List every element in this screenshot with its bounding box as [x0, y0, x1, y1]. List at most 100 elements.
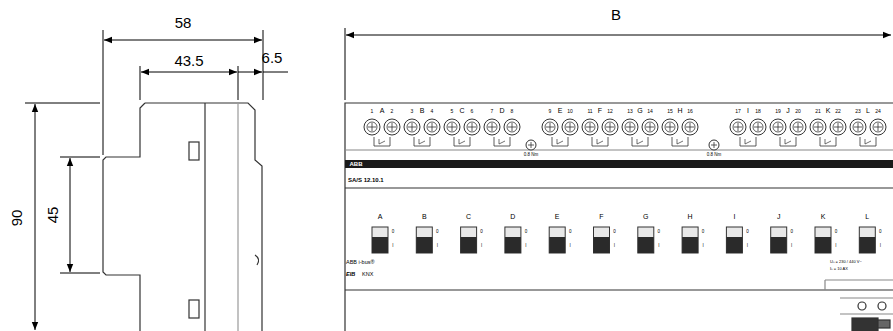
- dimension-line: [35, 104, 36, 330]
- terminal-screw-head: [733, 122, 743, 132]
- device-label: 14: [647, 109, 653, 114]
- manual-switch: [549, 227, 565, 253]
- device-label: I: [481, 244, 482, 249]
- device-label: Iₙ = 10 AX: [830, 267, 848, 271]
- dimensions: [25, 28, 891, 330]
- dimension-label: B: [611, 7, 621, 22]
- terminal-screw: [464, 119, 480, 135]
- profile-outline: [145, 103, 262, 331]
- torque-icon: [709, 140, 719, 150]
- screw-slot: [834, 123, 842, 131]
- bus-connector: [852, 318, 878, 331]
- switch-lever: [682, 237, 698, 253]
- terminal-screw: [424, 119, 440, 135]
- device-label: L: [865, 213, 869, 220]
- device-label: G: [643, 213, 648, 220]
- device-label: I: [614, 244, 615, 249]
- screw-slot: [488, 123, 496, 131]
- contact-symbol: [414, 137, 430, 146]
- terminal-screw: [730, 119, 746, 135]
- device-label: I: [570, 244, 571, 249]
- device-label: 4: [431, 109, 434, 114]
- screw-slot: [854, 123, 862, 131]
- dimension-line: [263, 72, 288, 73]
- device-label: E: [558, 107, 563, 114]
- contact-symbol: [597, 139, 603, 144]
- terminal-screw-head: [833, 122, 843, 132]
- screw-slot: [874, 123, 882, 131]
- contact-symbol: [557, 139, 563, 144]
- device-label: 19: [775, 109, 781, 114]
- terminal-screw-head: [565, 122, 575, 132]
- device-label: 0: [790, 230, 793, 235]
- switch-lever: [638, 237, 654, 253]
- terminal-screw: [850, 119, 866, 135]
- terminal-screw-head: [625, 122, 635, 132]
- torque-icon: [711, 142, 717, 148]
- terminal-screw-head: [773, 122, 783, 132]
- terminal-screw-head: [685, 122, 695, 132]
- housing-line: [345, 289, 893, 290]
- device-label: 24: [875, 109, 881, 114]
- dimension-label: 43.5: [174, 53, 203, 68]
- terminals-and-switches: [364, 119, 886, 253]
- device-label: H: [677, 107, 682, 114]
- device-label: 13: [627, 109, 633, 114]
- terminal-screw: [582, 119, 598, 135]
- device-label: ABB: [350, 161, 363, 167]
- device-label: 2: [391, 109, 394, 114]
- device-label: 0: [658, 230, 661, 235]
- device-label: 1: [371, 109, 374, 114]
- front-view: [345, 103, 893, 331]
- terminal-screw: [384, 119, 400, 135]
- device-label: 5: [451, 109, 454, 114]
- terminal-screw-head: [605, 122, 615, 132]
- device-label: 10: [567, 109, 573, 114]
- terminal-screw-head: [753, 122, 763, 132]
- terminal-screw: [662, 119, 678, 135]
- clip: [189, 300, 199, 318]
- terminal-screw: [484, 119, 500, 135]
- device-label: A: [378, 213, 383, 220]
- device-label: I: [658, 244, 659, 249]
- device-label: F: [599, 213, 603, 220]
- device-label: 0: [436, 230, 439, 235]
- device-label: I: [392, 244, 393, 249]
- device-label: 8: [511, 109, 514, 114]
- contact-symbol: [672, 137, 688, 146]
- extension-line: [60, 273, 100, 274]
- device-label: B: [420, 107, 425, 114]
- device-label: J: [777, 213, 781, 220]
- device-label: I: [525, 244, 526, 249]
- terminal-screw-head: [367, 122, 377, 132]
- switch-lever: [594, 237, 610, 253]
- screw-slot: [508, 123, 516, 131]
- contact-symbol: [637, 139, 643, 144]
- screw-slot: [468, 123, 476, 131]
- device-label: J: [786, 107, 790, 114]
- manual-switch: [859, 227, 875, 253]
- device-label: F: [598, 107, 602, 114]
- contact-symbol: [825, 139, 831, 144]
- dimension-line: [141, 72, 237, 73]
- terminal-screw-head: [407, 122, 417, 132]
- clip: [189, 142, 199, 160]
- terminal-screw-head: [813, 122, 823, 132]
- device-label: 12: [607, 109, 613, 114]
- screw-slot: [606, 123, 614, 131]
- terminal-screw-head: [665, 122, 675, 132]
- screw-slot: [666, 123, 674, 131]
- manual-switch: [726, 227, 742, 253]
- device-label: I: [747, 107, 749, 114]
- contact-symbol: [494, 137, 510, 146]
- housing-line: [825, 279, 893, 280]
- manual-switch: [771, 227, 787, 253]
- terminal-screw-head: [487, 122, 497, 132]
- terminal-screw: [542, 119, 558, 135]
- terminal-screw: [642, 119, 658, 135]
- switch-lever: [505, 237, 521, 253]
- device-label: D: [499, 107, 504, 114]
- screw-slot: [586, 123, 594, 131]
